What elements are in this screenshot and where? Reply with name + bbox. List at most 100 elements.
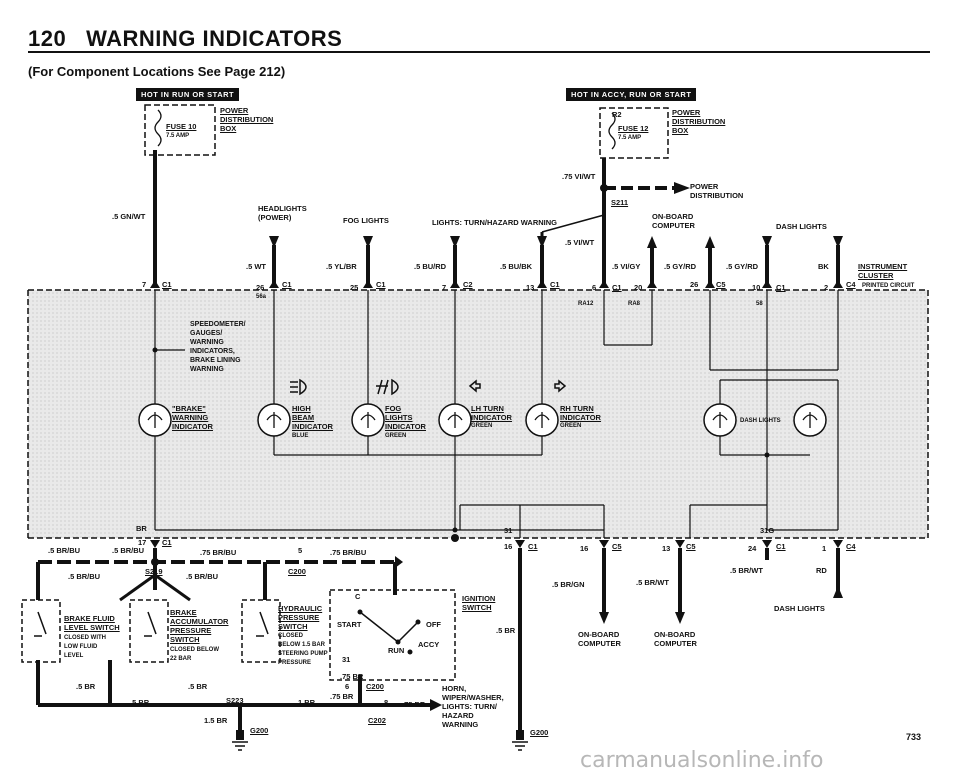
conn-c1-10-pin: 10 (752, 283, 761, 292)
wire-vi-wt-top: .75 VI/WT (562, 172, 596, 181)
watermark: carmanualsonline.info (580, 748, 824, 773)
ground-g200-a: G200 (250, 726, 269, 735)
brake-fluid-level-switch: BRAKE FLUID LEVEL SWITCH (64, 614, 120, 632)
conn-c1-16-pin: 16 (504, 542, 513, 551)
splice-s219: S219 (145, 567, 163, 576)
speedometer-gauges-label: SPEEDOMETER/ GAUGES/ WARNING INDICATORS,… (190, 321, 246, 373)
fuse-10-label: FUSE 10 (166, 122, 197, 131)
wire-br-bu-1: .5 BR/BU (48, 546, 81, 555)
conn-c2-7: C2 (463, 280, 473, 289)
pin-8: 8 (384, 698, 389, 707)
wire-br-b: .5 BR (188, 682, 208, 691)
pin-31: 31 (504, 526, 513, 535)
ignition-switch-label: IGNITION SWITCH (462, 594, 496, 612)
conn-c5-16: C5 (612, 542, 622, 551)
wire-br-bu-75b: .75 BR/BU (330, 548, 367, 557)
conn-c1-6: C1 (612, 283, 622, 292)
wire-br-wt-1: .5 BR/WT (636, 578, 669, 587)
conn-c1-7-pin: 7 (142, 280, 147, 289)
conn-c4-1-pin: 1 (822, 544, 827, 553)
conn-c200-b: C200 (366, 682, 384, 691)
wire-bu-rd: .5 BU/RD (414, 262, 447, 271)
fuse-12-rating: 7.5 AMP (618, 135, 642, 141)
fog-lights-indicator: FOG LIGHTS INDICATOR (385, 404, 426, 431)
brake-fluid-note: CLOSED WITH LOW FLUID LEVEL (64, 635, 106, 659)
conn-c4-2-pin: 2 (824, 283, 829, 292)
horn-wiper-hazard-label: HORN, WIPER/WASHER, LIGHTS: TURN/ HAZARD… (442, 684, 504, 729)
wire-bu-bk: .5 BU/BK (500, 262, 533, 271)
conn-c2-7-pin: 7 (442, 283, 447, 292)
conn-c5-16-pin: 16 (580, 544, 589, 553)
splice-s223: S223 (226, 696, 244, 705)
wire-br-wt-2: .5 BR/WT (730, 566, 763, 575)
conn-c1-16: C1 (528, 542, 538, 551)
wire-br-a: .5 BR (76, 682, 96, 691)
ignition-switch-box (329, 589, 456, 681)
fuse-12-label: FUSE 12 (618, 124, 649, 133)
wire-br-bu-75a: .75 BR/BU (200, 548, 237, 557)
splice-s211: S211 (611, 198, 629, 207)
pin-5: 5 (298, 546, 303, 555)
conn-c200-a: C200 (288, 567, 306, 576)
lh-turn-indicator: LH TURN INDICATOR (471, 404, 512, 422)
conn-c1-24: C1 (776, 542, 786, 551)
instrument-cluster-label: INSTRUMENT CLUSTER (858, 262, 908, 280)
fuse-box-right (599, 107, 669, 159)
power-distribution-box-right: POWER DISTRIBUTION BOX (672, 108, 726, 135)
dash-lights-bottom: DASH LIGHTS (774, 604, 825, 613)
wire-br-e: .5 BR (496, 626, 516, 635)
pin-6: 6 (345, 682, 350, 691)
wire-75br-a: .75 BR (340, 672, 364, 681)
hydraulic-switch-box (241, 599, 281, 663)
conn-c1-25-pin: 25 (350, 283, 359, 292)
wire-1br: 1 BR (298, 698, 316, 707)
wire-br-bu-3: .5 BR/BU (68, 572, 101, 581)
conn-c5-26: C5 (716, 280, 726, 289)
page-footer-number: 733 (906, 732, 922, 742)
conn-c1-7: C1 (162, 280, 172, 289)
ignition-terminal-31: 31 (342, 655, 351, 664)
fuse-10-rating: 7.5 AMP (166, 133, 190, 139)
br-label: BR (136, 524, 147, 533)
dash-lights-top: DASH LIGHTS (776, 222, 827, 231)
wire-75br-c: .75 BR (402, 700, 426, 709)
conn-c1-17-pin: 17 (138, 538, 147, 547)
wire-br-gn: .5 BR/GN (552, 580, 585, 589)
conn-c202: C202 (368, 716, 386, 725)
headlights-power-label: HEADLIGHTS (POWER) (258, 204, 307, 222)
fog-lights-color: GREEN (385, 433, 407, 439)
conn-c1-24-pin: 24 (748, 544, 757, 553)
relay-r2-label: R2 (612, 110, 622, 119)
conn-c1-6-pin: 6 (592, 283, 597, 292)
page-number: 120 (28, 26, 67, 51)
fuse-box-left (144, 104, 216, 156)
pin-56a: 56a (256, 294, 267, 300)
brake-accumulator-note: CLOSED BELOW 22 BAR (170, 647, 219, 662)
conn-c1-25: C1 (376, 280, 386, 289)
wire-rd: RD (816, 566, 827, 575)
onboard-computer-2: ON-BOARD COMPUTER (654, 630, 697, 648)
wire-75br-b: .75 BR (330, 692, 354, 701)
pin-ra8: RA8 (628, 301, 641, 307)
wire-bk: BK (818, 262, 829, 271)
conn-c5-13: C5 (686, 542, 696, 551)
section-title: WARNING INDICATORS (86, 26, 343, 51)
power-distribution-label: POWER DISTRIBUTION (690, 182, 744, 200)
pin-ra12: RA12 (578, 301, 594, 307)
wire-br-c: .5 BR (130, 698, 150, 707)
lh-turn-color: GREEN (471, 423, 493, 429)
conn-c5-26-pin: 26 (690, 280, 699, 289)
conn-c1-26-pin: 26 (256, 283, 265, 292)
brake-accumulator-switch: BRAKE ACCUMULATOR PRESSURE SWITCH (170, 608, 229, 644)
wire-yl-br: .5 YL/BR (326, 262, 357, 271)
page-title: 120 WARNING INDICATORS (28, 26, 342, 52)
high-beam-color: BLUE (292, 433, 309, 439)
turn-hazard-label: LIGHTS: TURN/HAZARD WARNING (432, 218, 557, 227)
accumulator-switch-box (129, 599, 169, 663)
fog-lights-label: FOG LIGHTS (343, 216, 389, 225)
ignition-accy: ACCY (418, 640, 440, 649)
wire-br-bu-2: .5 BR/BU (112, 546, 145, 555)
conn-c4-1: C4 (846, 542, 856, 551)
pin-58: 58 (756, 301, 763, 307)
